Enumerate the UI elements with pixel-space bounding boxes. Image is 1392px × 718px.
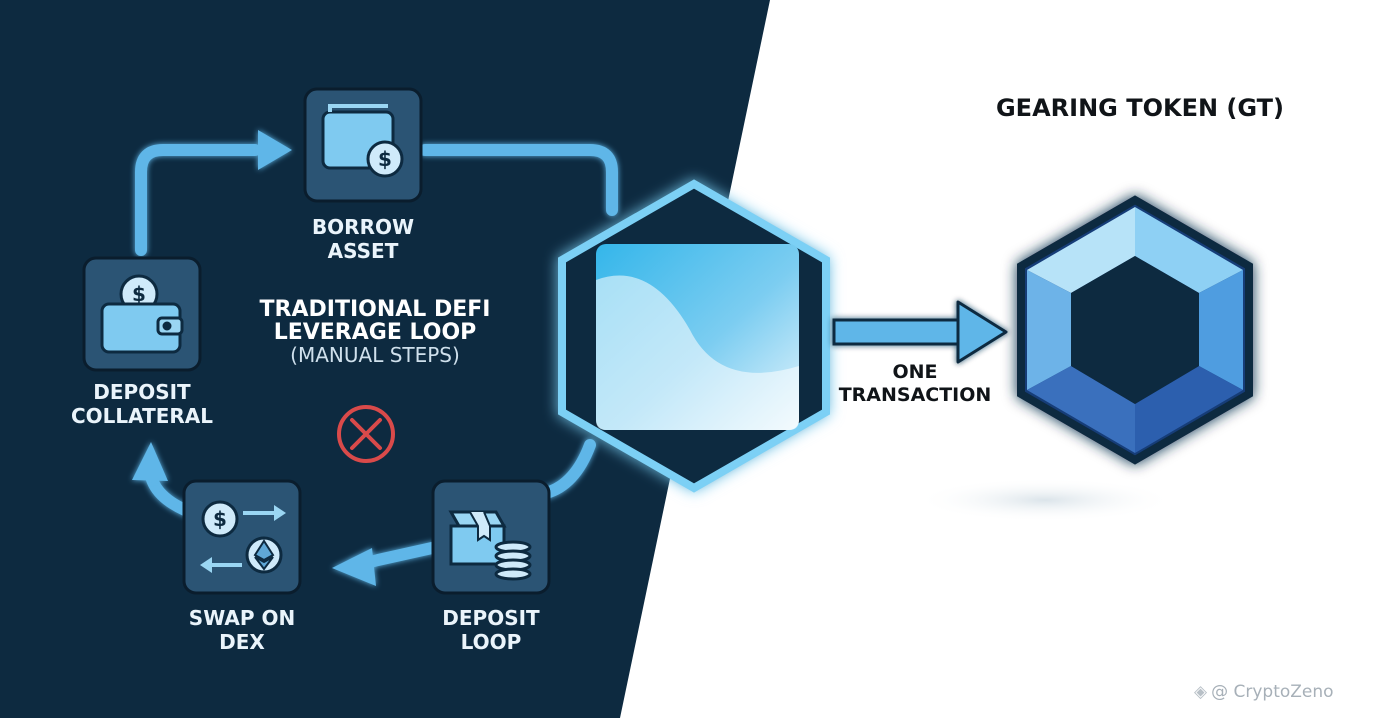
box-coins-icon [448,510,532,581]
arrow-label: ONE TRANSACTION [820,361,1010,407]
collateral-label-line1: DEPOSIT [93,380,191,404]
left-title-line2: LEVERAGE LOOP [273,320,477,345]
svg-text:$: $ [132,282,146,306]
step-tile-borrow: $ [303,87,423,203]
deposit-loop-label: DEPOSIT LOOP [416,606,566,654]
left-panel-title: TRADITIONAL DEFI LEVERAGE LOOP (MANUAL S… [225,298,525,367]
left-title-subtitle: (MANUAL STEPS) [290,343,460,367]
step-tile-collateral: $ [82,256,202,372]
wallet-dollar-icon: $ [321,104,404,178]
deposit-loop-label-line2: LOOP [460,630,522,654]
deposit-loop-label-line1: DEPOSIT [442,606,540,630]
swap-label-line1: SWAP ON [188,606,296,630]
transaction-arrow [832,300,1008,364]
arrow-to-swap-icon [332,548,376,586]
central-hexagon-icon [558,179,830,493]
swap-icon: $ [200,500,286,574]
hexagon-gem-icon [915,195,1253,522]
watermark-text: @ CryptoZeno [1211,682,1334,702]
step-tile-swap: $ [182,479,302,595]
svg-text:$: $ [378,147,392,171]
arrow-to-borrow-icon [258,130,292,170]
deposit-collateral-label: DEPOSIT COLLATERAL [57,380,227,428]
borrow-asset-label: BORROW ASSET [288,215,438,263]
collateral-label-line2: COLLATERAL [70,404,214,428]
swap-label-line2: DEX [219,630,265,654]
borrow-label-line1: BORROW [311,215,415,239]
svg-text:$: $ [213,507,227,531]
borrow-label-line2: ASSET [327,239,399,263]
wallet-coin-icon: $ [100,274,184,354]
arrow-label-line1: ONE [892,361,938,383]
left-title-line1: TRADITIONAL DEFI [259,297,491,322]
loop-arrowheads [132,130,376,586]
x-circle-icon [337,405,395,463]
arrow-label-line2: TRANSACTION [838,384,992,406]
step-tile-deposit-loop [431,479,551,595]
right-panel-title: GEARING TOKEN (GT) [995,94,1284,122]
watermark-logo-icon: ◈ [1194,682,1208,702]
swap-on-dex-label: SWAP ON DEX [167,606,317,654]
arrow-to-collateral-icon [132,442,168,481]
watermark: ◈@ CryptoZeno [1194,682,1334,702]
